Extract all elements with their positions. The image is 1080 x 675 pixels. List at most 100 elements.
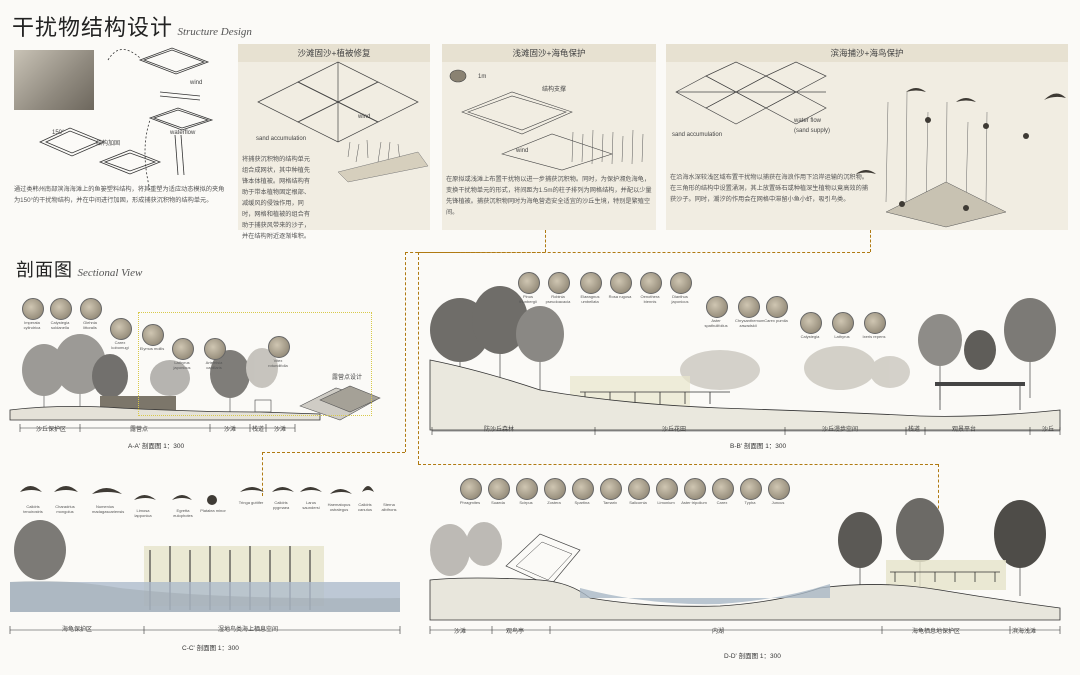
zone-label: 露营点 xyxy=(130,427,149,433)
panel-desc: 将捕获沉积物的结构单元组合成网状，其中种植先锋本体植被。网格结构有助于带本植物固… xyxy=(242,156,311,240)
species-label: Ixeris repens xyxy=(862,334,886,339)
species-icon xyxy=(640,272,662,294)
aa-caption: A-A' 剖面图 1：300 xyxy=(128,443,185,450)
species-label: Glehnia littoralis xyxy=(83,320,97,330)
species-icon xyxy=(766,296,788,318)
panel-coast-bird: 滨海捕沙+海鸟保护 sand accumulation water flow (… xyxy=(666,44,1068,230)
structure-title: 干扰物结构设计 Structure Design xyxy=(12,10,252,42)
species-icon xyxy=(864,312,886,334)
reference-photo xyxy=(14,50,94,110)
bird-label: Larus saundersi xyxy=(302,500,320,510)
species-label: Chrysanthemum zawadskii xyxy=(735,318,765,328)
section-title-en: Sectional View xyxy=(77,267,143,279)
structure-unit-diagram xyxy=(39,47,214,191)
connector-line xyxy=(545,230,546,252)
camp-design-label: 露营点设计 xyxy=(332,375,363,381)
connector-line xyxy=(870,230,871,252)
panel-title: 滨海捕沙+海鸟保护 xyxy=(666,44,1068,62)
species-icon xyxy=(656,478,678,500)
panel-sand-vegetation: 沙滩固沙+植被修复 sand accumulation wind 将捕获沉积物的… xyxy=(238,44,430,240)
zone-label: 沙滩 xyxy=(454,629,467,635)
species-icon xyxy=(204,338,226,360)
waterflow-label: waterflow xyxy=(170,130,196,136)
bird-label: Limosa lapponica xyxy=(134,508,152,518)
species-icon xyxy=(548,272,570,294)
connector-line xyxy=(262,452,263,496)
species-icon xyxy=(110,318,132,340)
species-label: Rosa rugosa xyxy=(608,294,632,299)
bird-label: Egretta eulophotes xyxy=(173,508,193,518)
species-icon xyxy=(706,296,728,318)
zone-label: 沙滩 xyxy=(224,427,237,433)
species-label: Lathyrus japonicus xyxy=(173,360,191,370)
size-label: 1m xyxy=(478,74,487,80)
bird-label: Calidris canutus xyxy=(357,502,372,512)
species-icon xyxy=(740,478,762,500)
zone-label: 海龟保护区 xyxy=(62,627,93,633)
species-icon xyxy=(580,272,602,294)
wind-label: wind xyxy=(190,80,203,86)
species-label: Limonium xyxy=(657,500,675,505)
zone-label: 海龟栖息地保护区 xyxy=(912,629,961,635)
species-label: Spartina xyxy=(574,500,590,505)
species-icon xyxy=(738,296,760,318)
structure-intro: 通过类韩州南部滨海海滩上的鱼篓塑料结构，将其重塑为适应动态模拟的夹角为150°的… xyxy=(14,186,225,204)
panel-desc: 在原拟或浅滩上布置干扰物以进一步捕获沉积物。同时，为保护濒危海龟，变换干扰物单元… xyxy=(446,176,652,216)
species-icon xyxy=(832,312,854,334)
species-label: Lathyrus xyxy=(834,334,850,339)
panel-diagram xyxy=(257,61,429,183)
section-title-cn: 剖面图 xyxy=(16,260,73,280)
species-label: Calystegia xyxy=(800,334,820,339)
cc-caption: C-C' 剖面图 1：300 xyxy=(182,645,239,652)
species-label: Typha xyxy=(744,500,756,505)
species-icon xyxy=(628,478,650,500)
structure-title-en: Structure Design xyxy=(177,26,252,38)
species-label: Oenothera biennis xyxy=(640,294,660,304)
bird-label: Platalea minor xyxy=(200,508,226,513)
zone-label: 栈道 xyxy=(252,427,265,433)
dd-section-drawing xyxy=(429,498,1061,634)
bird-label: Calidris tenuirostris xyxy=(23,504,43,514)
species-label: Imperata cylindrica xyxy=(23,320,41,330)
zone-label: 沙丘 xyxy=(1042,427,1055,433)
species-label: Salicornia xyxy=(629,500,647,505)
zone-label: 内湖 xyxy=(712,629,725,635)
species-icon xyxy=(460,478,482,500)
panel-title: 浅滩固沙+海龟保护 xyxy=(442,44,656,62)
wind-label: wind xyxy=(358,114,371,120)
species-icon xyxy=(22,298,44,320)
section-title: 剖面图 Sectional View xyxy=(16,256,142,282)
species-label: Carex xyxy=(716,500,728,505)
zone-label: 观鸟亭 xyxy=(506,629,525,635)
species-label: Aster tripolium xyxy=(681,500,707,505)
connector-line xyxy=(405,252,406,452)
zone-label: 沙丘漫步空间 xyxy=(822,427,859,433)
sand-accumulation-label: sand accumulation xyxy=(672,132,723,138)
sand-supply-label: (sand supply) xyxy=(794,128,831,134)
structure-title-cn: 干扰物结构设计 xyxy=(12,15,174,40)
cc-section-drawing xyxy=(9,486,401,634)
dd-caption: D-D' 剖面图 1：300 xyxy=(724,653,781,660)
species-icon xyxy=(684,478,706,500)
species-icon xyxy=(768,478,790,500)
species-icon xyxy=(172,338,194,360)
bird-label: Numenius madagascariensis xyxy=(92,504,125,514)
bird-label: Calidris pygmaea xyxy=(272,500,290,510)
sand-accumulation-label: sand accumulation xyxy=(256,136,307,142)
water-flow-label: water flow xyxy=(794,118,822,124)
species-label: Dianthus japonicus xyxy=(671,294,689,304)
aa-highlight-box xyxy=(138,312,372,416)
species-icon xyxy=(80,298,102,320)
species-label: Calystegia soldanella xyxy=(50,320,70,330)
species-label: Zostera xyxy=(547,500,561,505)
zone-label: 栈道 xyxy=(908,427,921,433)
connector-line xyxy=(418,252,870,253)
species-label: Juncus xyxy=(771,500,785,505)
panel-shoal-turtle: 浅滩固沙+海龟保护 1m 结构支撑 wind 在原拟或浅滩上布置干扰物以进一步捕… xyxy=(442,44,656,230)
bird-label: Tringa guttifer xyxy=(238,500,264,505)
species-label: Pinus thunbergii xyxy=(519,294,537,304)
species-label: Vitex rotundifolia xyxy=(268,358,288,368)
bird-label: Sterna albifrons xyxy=(381,502,397,512)
connector-line xyxy=(938,464,939,524)
species-icon xyxy=(610,272,632,294)
